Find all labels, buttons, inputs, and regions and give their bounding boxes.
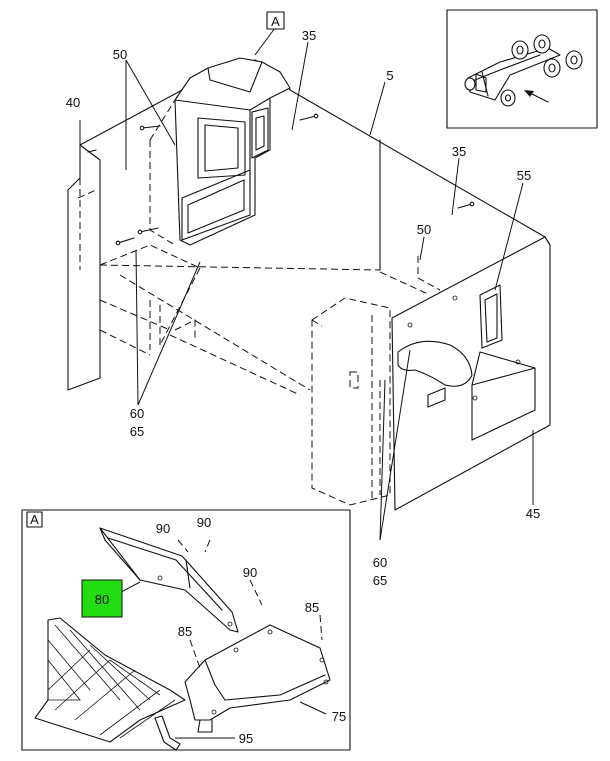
lower-floor-plate	[184, 624, 331, 733]
main-leaders	[79, 27, 534, 541]
callout-50-top[interactable]: 50	[113, 47, 127, 62]
callout-80[interactable]: 80	[95, 592, 109, 607]
callout-90-left[interactable]: 90	[156, 521, 170, 536]
callout-35-top[interactable]: 35	[302, 28, 316, 43]
right-fasteners	[417, 256, 441, 291]
callout-60-left[interactable]: 60	[130, 406, 144, 421]
callout-75[interactable]: 75	[332, 709, 346, 724]
callout-40[interactable]: 40	[66, 95, 80, 110]
curved-bracket	[397, 340, 473, 387]
callout-85-left[interactable]: 85	[178, 624, 192, 639]
locator-inset	[446, 9, 598, 129]
detail-ref-label: A	[271, 14, 280, 29]
callout-90-mid[interactable]: 90	[197, 515, 211, 530]
angle-bracket	[154, 715, 181, 751]
left-side-panel	[67, 144, 101, 391]
callout-55[interactable]: 55	[517, 168, 531, 183]
callout-65-left[interactable]: 65	[130, 424, 144, 439]
callout-50-right[interactable]: 50	[417, 222, 431, 237]
callout-labels: 5 35 35 40 45 50 50 55 60 65 60 65 75 85…	[66, 28, 540, 746]
arrow-icon	[524, 90, 549, 103]
callout-45[interactable]: 45	[526, 506, 540, 521]
top-console-housing	[149, 57, 291, 246]
callout-90-lower[interactable]: 90	[243, 565, 257, 580]
detail-a-tag: A	[26, 511, 43, 528]
main-assembly	[67, 27, 551, 541]
front-pillar	[311, 297, 391, 506]
upper-cover-plate	[99, 527, 239, 633]
floor-mat	[34, 617, 186, 743]
callout-60-right[interactable]: 60	[373, 555, 387, 570]
callout-85-right[interactable]: 85	[305, 600, 319, 615]
callout-65-right[interactable]: 65	[373, 573, 387, 588]
callout-35-right[interactable]: 35	[452, 144, 466, 159]
detail-ref-a: A	[266, 11, 285, 30]
detail-a-inset: A	[21, 509, 351, 751]
callout-5[interactable]: 5	[386, 68, 393, 83]
highlighted-part-80[interactable]: 80	[81, 579, 123, 618]
truck-chassis-icon	[464, 34, 583, 107]
inset-ref-label: A	[30, 512, 39, 527]
pins	[87, 113, 475, 246]
callout-95[interactable]: 95	[239, 731, 253, 746]
